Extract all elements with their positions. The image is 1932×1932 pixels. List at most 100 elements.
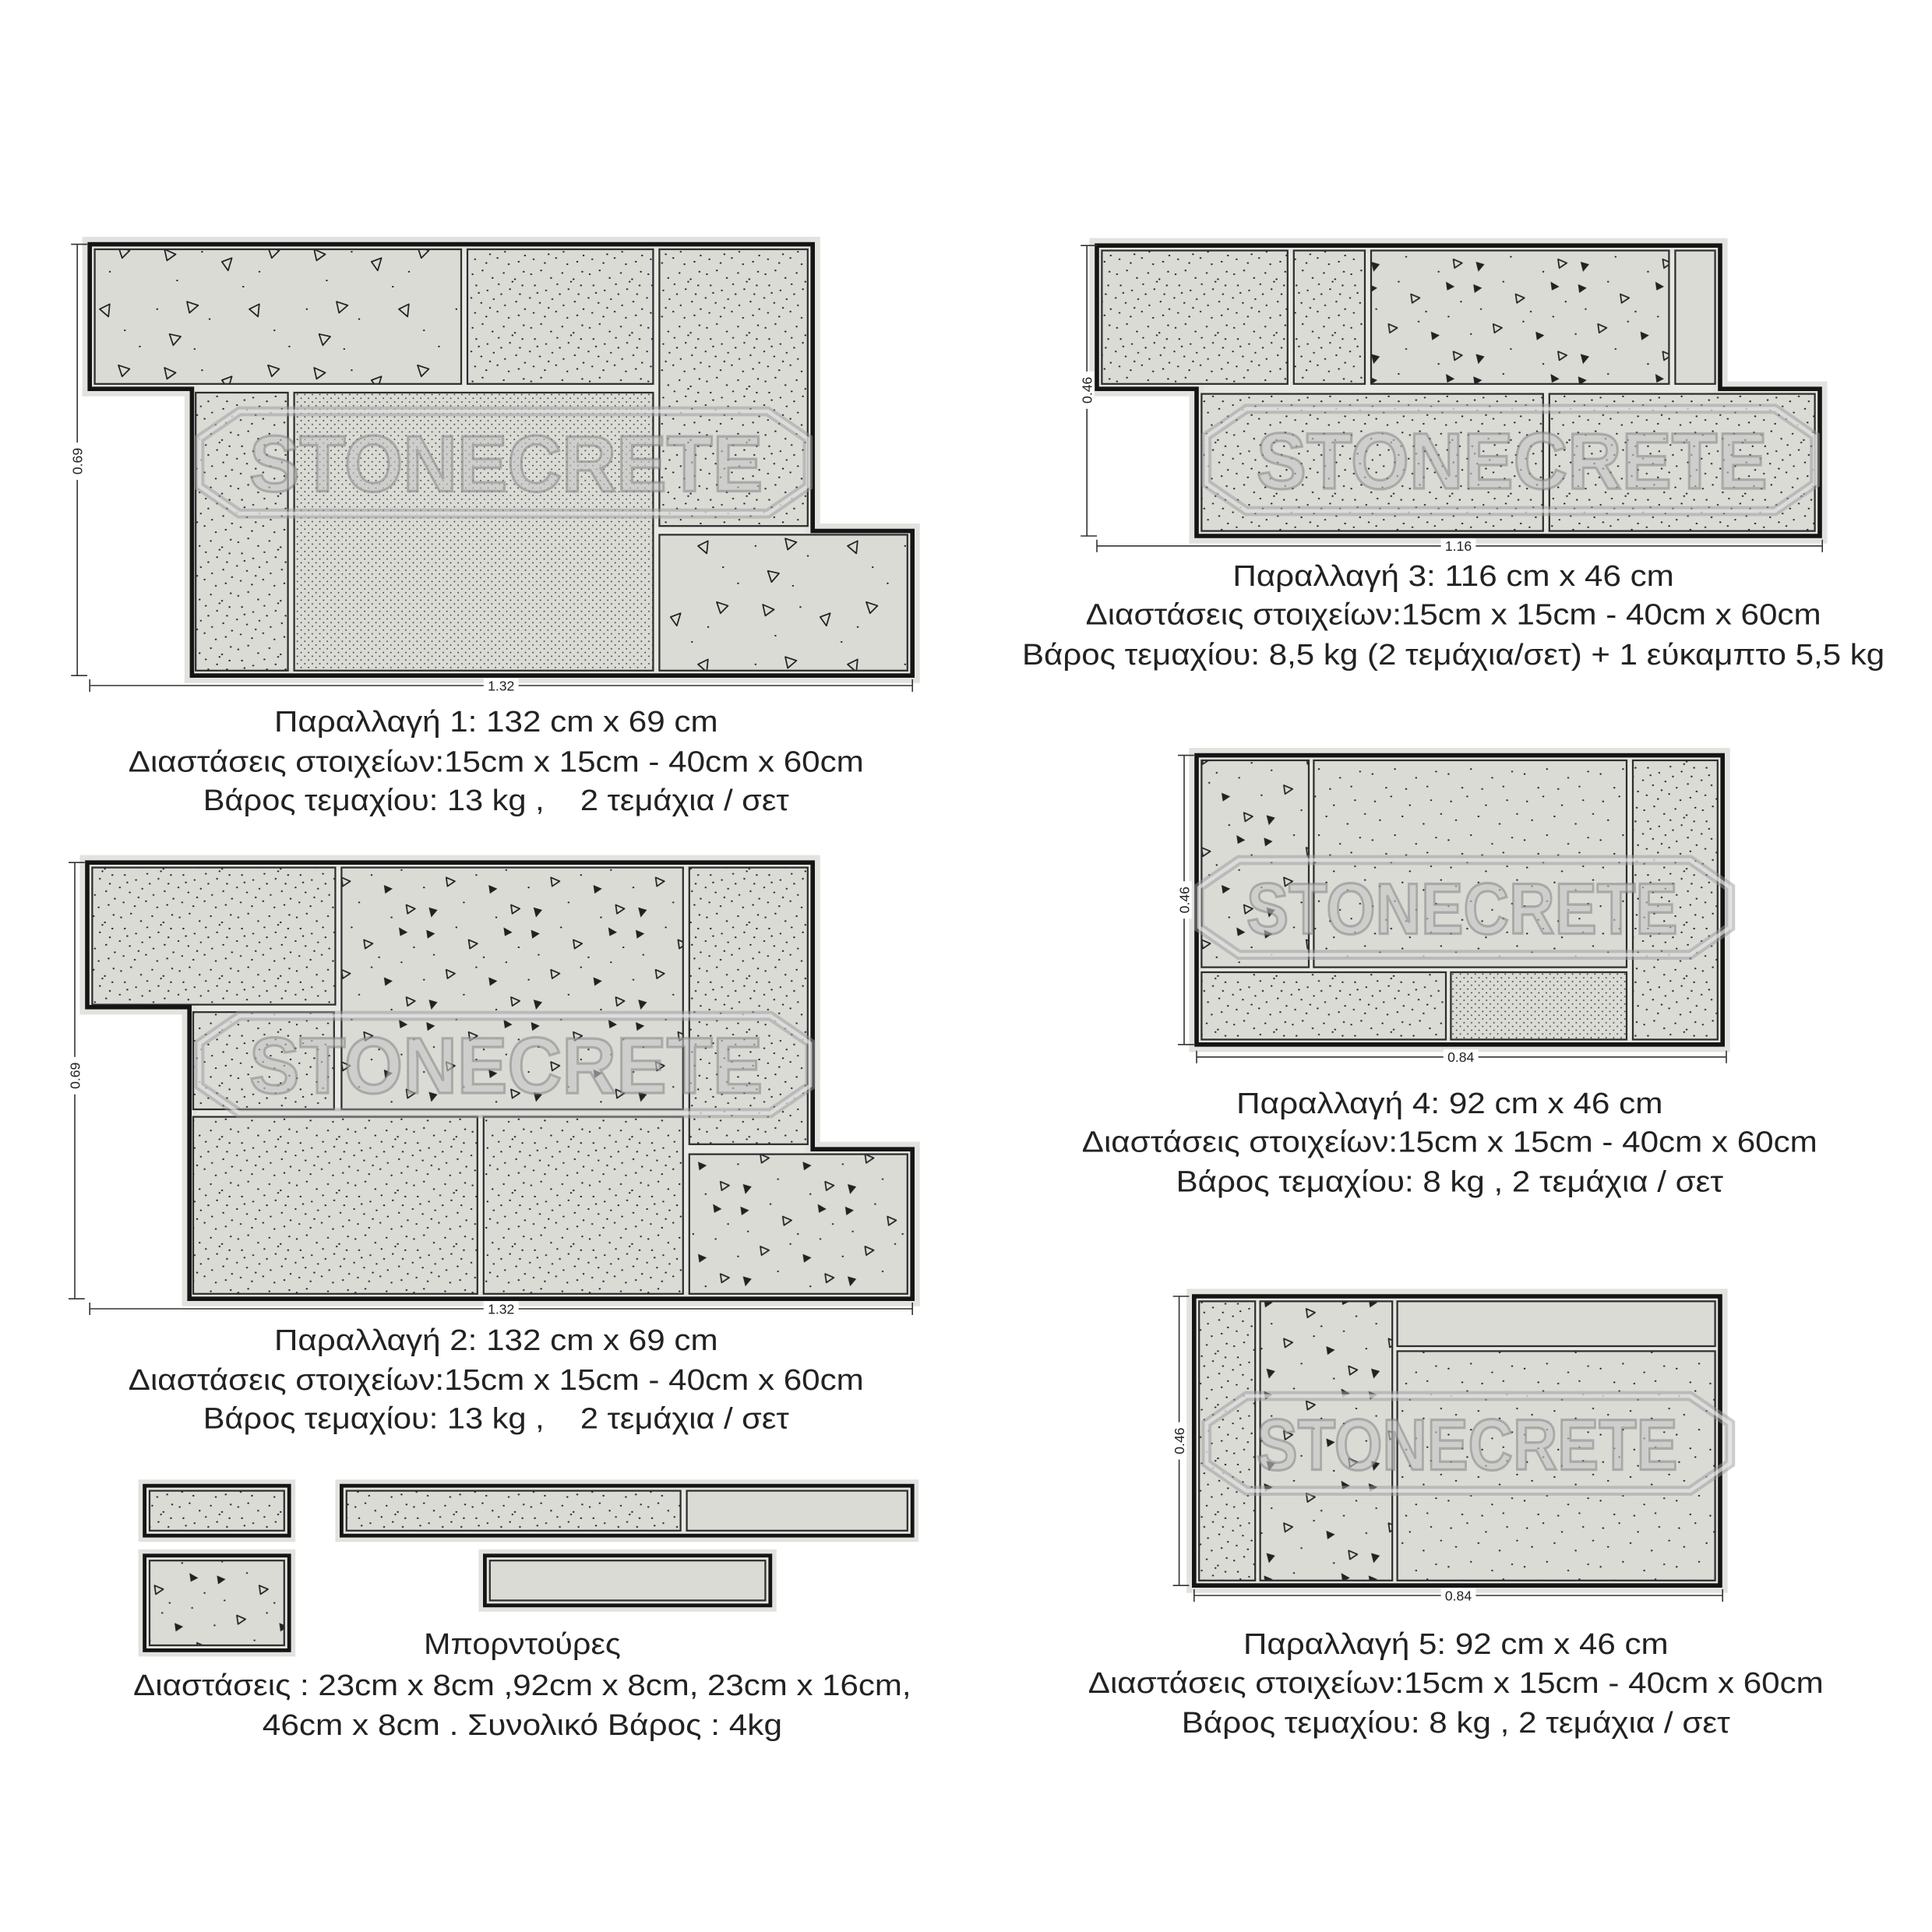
width-dimension: 0.84: [1193, 1588, 1723, 1603]
variation-3-title: Παραλλαγή 3: 116 cm x 46 cm: [1232, 559, 1673, 592]
borders-dimensions-line-2: 46cm x 8cm . Συνολικό Βάρος : 4kg: [263, 1708, 782, 1741]
variation-4-caption: Παραλλαγή 4: 92 cm x 46 cm Διαστάσεις στ…: [1082, 1087, 1817, 1198]
stone-piece: [1396, 1300, 1716, 1348]
border-piece: [488, 1560, 767, 1602]
stone-piece: [1450, 971, 1628, 1041]
width-dimension-label: 0.84: [1445, 1588, 1472, 1603]
variation-2-caption: Παραλλαγή 2: 132 cm x 69 cm Διαστάσεις σ…: [129, 1324, 864, 1435]
stone-piece: [1674, 249, 1716, 385]
watermark-frame-inner: [197, 1014, 813, 1116]
height-dimension: 0.46: [1172, 1296, 1190, 1586]
height-dimension: 0.69: [67, 862, 85, 1299]
variation-4-title: Παραλλαγή 4: 92 cm x 46 cm: [1236, 1087, 1662, 1119]
borders-dimensions-line-1: Διαστάσεις : 23cm x 8cm ,92cm x 8cm, 23c…: [133, 1669, 911, 1701]
height-dimension-label: 0.46: [1080, 376, 1095, 403]
border-outline: [143, 1483, 291, 1538]
stone-piece: [658, 534, 908, 672]
width-dimension: 1.32: [89, 1301, 913, 1317]
border-piece: [148, 1560, 285, 1647]
variation-1-caption: Παραλλαγή 1: 132 cm x 69 cm Διαστάσεις σ…: [129, 705, 864, 816]
border-piece: [148, 1490, 285, 1532]
watermark-text: STONECRETE: [1257, 416, 1768, 506]
stone-piece: [91, 866, 337, 1006]
variation-5-weight: Βάρος τεμαχίου: 8 kg , 2 τεμάχια / σετ: [1182, 1706, 1730, 1739]
watermark-text: STONECRETE: [249, 418, 763, 508]
dimension-label-background: [67, 1056, 83, 1095]
dimension-label-background: [483, 678, 519, 693]
variation-2-diagram: STONECRETE 0.69 1.32: [67, 855, 920, 1317]
width-dimension-label: 0.84: [1447, 1049, 1474, 1065]
width-dimension-label: 1.32: [488, 1301, 514, 1317]
variation-3-diagram: STONECRETE 0.46 1.16: [1079, 238, 1828, 554]
width-dimension-label: 1.32: [488, 678, 514, 693]
width-dimension-label: 1.16: [1445, 538, 1472, 554]
variation-5-diagram: STONECRETE 0.46 0.84: [1172, 1289, 1736, 1603]
dimension-label-background: [483, 1301, 519, 1317]
width-dimension: 0.84: [1196, 1049, 1727, 1065]
dimension-label-background: [1172, 1422, 1187, 1460]
stone-piece: [688, 1153, 908, 1295]
stone-piece: [466, 248, 654, 385]
stone-piece: [1292, 249, 1366, 385]
mold-outline: [85, 860, 915, 1301]
borders-title: Μπορντούρες: [424, 1627, 621, 1660]
dimension-label-background: [69, 442, 85, 480]
variation-1-weight: Βάρος τεμαχίου: 13 kg , 2 τεμάχια / σετ: [203, 784, 789, 816]
stone-piece: [340, 866, 684, 1111]
stone-piece: [658, 248, 809, 527]
variation-2-title: Παραλλαγή 2: 132 cm x 69 cm: [274, 1324, 718, 1356]
stone-piece: [93, 248, 463, 385]
stone-piece: [195, 391, 289, 672]
height-dimension-label: 0.69: [67, 1063, 83, 1089]
border-piece: [345, 1490, 682, 1532]
watermark-frame-inner: [1197, 858, 1733, 957]
variation-5-title: Παραλλαγή 5: 92 cm x 46 cm: [1243, 1627, 1669, 1660]
stone-piece: [1101, 249, 1289, 385]
dimension-label-background: [1079, 371, 1095, 409]
stone-piece: [1259, 1300, 1394, 1581]
dimension-label-background: [1440, 1588, 1476, 1603]
stone-piece: [1631, 759, 1719, 1041]
variation-4-diagram: STONECRETE 0.46 0.84: [1176, 748, 1736, 1065]
height-dimension: 0.46: [1176, 754, 1194, 1045]
dimension-label-background: [1440, 538, 1476, 554]
stone-piece: [1370, 249, 1670, 385]
variation-4-weight: Βάρος τεμαχίου: 8 kg , 2 τεμάχια / σετ: [1176, 1165, 1724, 1198]
border-piece: [686, 1490, 908, 1532]
stone-piece: [192, 1116, 478, 1295]
watermark-frame-inner: [1204, 407, 1817, 513]
watermark-text: STONECRETE: [1246, 868, 1678, 949]
height-dimension: 0.69: [69, 243, 87, 676]
variation-5-element-sizes: Διαστάσεις στοιχείων:15cm x 15cm - 40cm …: [1088, 1666, 1824, 1699]
variation-3-element-sizes: Διαστάσεις στοιχείων:15cm x 15cm - 40cm …: [1086, 598, 1821, 631]
borders-diagram: [138, 1479, 919, 1657]
border-outline: [340, 1483, 915, 1538]
height-dimension: 0.46: [1079, 245, 1097, 537]
variation-1-element-sizes: Διαστάσεις στοιχείων:15cm x 15cm - 40cm …: [129, 745, 864, 777]
variation-2-element-sizes: Διαστάσεις στοιχείων:15cm x 15cm - 40cm …: [129, 1363, 864, 1396]
mold-outline: [1192, 1294, 1722, 1588]
dimension-label-background: [1443, 1049, 1479, 1065]
height-dimension-label: 0.69: [70, 448, 86, 474]
stone-piece: [1396, 1350, 1716, 1581]
height-dimension-label: 0.46: [1176, 887, 1192, 913]
borders-caption: Μπορντούρες Διαστάσεις : 23cm x 8cm ,92c…: [133, 1627, 911, 1741]
watermark-text: STONECRETE: [249, 1021, 763, 1110]
variation-1-diagram: STONECRETE 0.69 1.32: [69, 237, 920, 693]
variation-5-caption: Παραλλαγή 5: 92 cm x 46 cm Διαστάσεις στ…: [1088, 1627, 1824, 1739]
mold-outline: [87, 242, 915, 678]
mold-outline: [1194, 753, 1725, 1047]
border-outline: [483, 1553, 773, 1608]
variation-4-element-sizes: Διαστάσεις στοιχείων:15cm x 15cm - 40cm …: [1082, 1125, 1817, 1158]
variation-1-title: Παραλλαγή 1: 132 cm x 69 cm: [274, 705, 718, 738]
stone-piece: [293, 391, 654, 672]
width-dimension: 1.32: [89, 678, 913, 693]
watermark-frame-inner: [1204, 1394, 1733, 1493]
variation-3-caption: Παραλλαγή 3: 116 cm x 46 cm Διαστάσεις σ…: [1022, 559, 1884, 671]
variation-2-weight: Βάρος τεμαχίου: 13 kg , 2 τεμάχια / σετ: [203, 1402, 789, 1435]
width-dimension: 1.16: [1096, 538, 1823, 554]
variation-3-weight: Βάρος τεμαχίου: 8,5 kg (2 τεμάχια/σετ) +…: [1022, 638, 1884, 671]
dimension-label-background: [1176, 881, 1192, 919]
border-outline: [143, 1553, 291, 1652]
stone-piece: [1200, 971, 1447, 1041]
